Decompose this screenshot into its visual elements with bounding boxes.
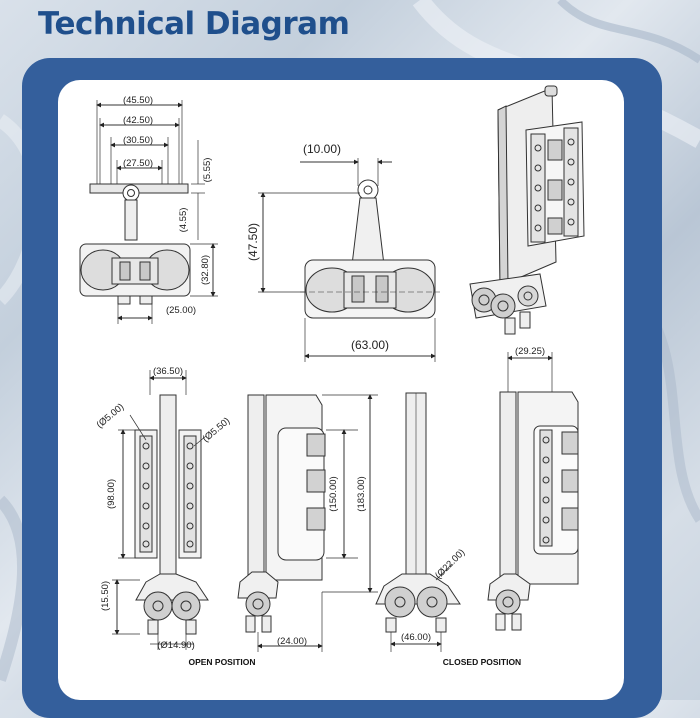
diagram-panel: (45.50) (42.50) (30.50) (27.50) (5.55) (… — [58, 80, 624, 700]
dim-25-00: (25.00) — [166, 305, 196, 316]
dim-45-50: (45.50) — [123, 95, 153, 106]
dim-42-50: (42.50) — [123, 115, 153, 126]
dim-dia-5-00: (Ø5.00) — [95, 402, 127, 431]
dim-98-00: (98.00) — [106, 479, 117, 509]
technical-drawing: (45.50) (42.50) (30.50) (27.50) (5.55) (… — [79, 85, 585, 667]
top-mid-view — [258, 158, 440, 362]
dim-30-50: (30.50) — [123, 135, 153, 146]
dim-4-55: (4.55) — [178, 208, 189, 233]
open-front-view — [112, 370, 209, 650]
dim-47-50: (47.50) — [246, 223, 260, 261]
page-title: Technical Diagram — [38, 6, 350, 42]
dim-10-00: (10.00) — [303, 142, 341, 156]
dim-5-55: (5.55) — [202, 158, 213, 183]
dim-27-50: (27.50) — [123, 158, 153, 169]
dim-32-80: (32.80) — [200, 255, 211, 285]
caption-closed-position: CLOSED POSITION — [443, 657, 521, 667]
dim-dia-5-50: (Ø5.50) — [201, 416, 233, 445]
dim-150-00: (150.00) — [328, 476, 339, 511]
closed-front-view — [375, 392, 461, 652]
dim-dia-22-00: (Ø22.00) — [433, 547, 467, 581]
dim-63-00: (63.00) — [351, 338, 389, 352]
caption-open-position: OPEN POSITION — [188, 657, 255, 667]
dim-46-00: (46.00) — [401, 632, 431, 643]
top-left-view — [79, 100, 218, 324]
closed-side-view — [487, 352, 579, 631]
dim-183-00: (183.00) — [356, 476, 367, 511]
open-side-view — [237, 394, 378, 652]
dim-36-50: (36.50) — [153, 366, 183, 377]
dim-dia-14-90: (Ø14.90) — [157, 640, 195, 651]
dim-29-25: (29.25) — [515, 346, 545, 357]
dim-24-00: (24.00) — [277, 636, 307, 647]
isometric-hinge-view — [469, 85, 585, 335]
dim-15-50: (15.50) — [100, 581, 111, 611]
